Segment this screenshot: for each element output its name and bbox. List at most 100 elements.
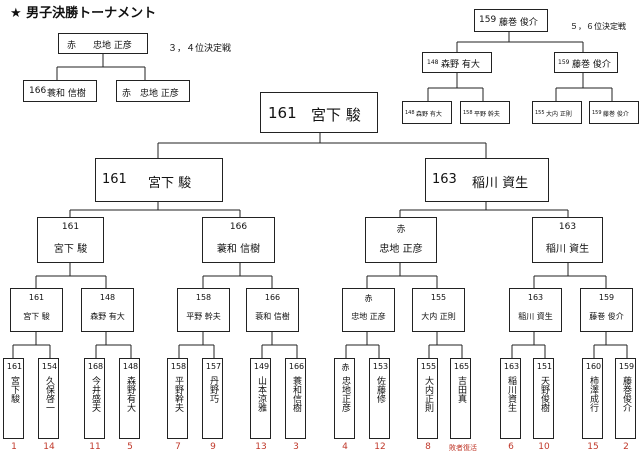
round2-box: 163 稲川 資生 [509, 288, 562, 332]
third-place-right-seed: 赤 [122, 89, 132, 99]
round2-seed: 159 [598, 293, 615, 302]
third-place-winner-box: 赤 忠地 正彦 [58, 33, 148, 54]
entrant-box: 148 森野有大 [119, 358, 140, 439]
entrant-seed: 159 [618, 362, 635, 371]
entrant-seed: 154 [41, 362, 58, 371]
entrant-name: 吉田真 [456, 376, 466, 403]
entrant-number: 7 [175, 442, 181, 452]
fifth-place-label: ５，６位決定戦 [570, 22, 626, 31]
fifth-place-q3-name: 大内 正則 [546, 111, 572, 118]
round2-seed: 161 [28, 293, 45, 302]
entrant-box: 151 天野俊樹 [533, 358, 554, 439]
round2-name: 森野 有大 [90, 312, 125, 321]
entrant-box: 166 蓑和信樹 [285, 358, 306, 439]
semi-right-seed: 163 [432, 172, 457, 187]
entrant-seed: 160 [585, 362, 602, 371]
entrant-name: 山本涼雅 [256, 376, 266, 412]
entrant-seed: 153 [372, 362, 389, 371]
entrant-number: 9 [210, 442, 216, 452]
entrant-box: 149 山本涼雅 [250, 358, 271, 439]
third-place-left-name: 蓑和 信樹 [47, 89, 86, 99]
entrant-number: 12 [374, 442, 386, 452]
quarter-seed: 161 [61, 222, 80, 232]
entrant-seed: 赤 [341, 363, 350, 372]
entrant-number: 4 [342, 442, 348, 452]
entrant-name: 天野俊樹 [539, 376, 549, 412]
quarter-name: 宮下 駿 [53, 244, 88, 255]
entrant-name: 藤巻俊介 [621, 376, 631, 412]
entrant-seed: 149 [253, 362, 270, 371]
fifth-place-q1-seed: 148 [405, 110, 415, 116]
third-place-winner-seed: 赤 [67, 41, 77, 51]
round2-seed: 赤 [364, 294, 373, 303]
entrant-name: 今井盛夫 [90, 376, 100, 412]
round2-name: 稲川 資生 [518, 312, 553, 321]
entrant-number: 5 [127, 442, 133, 452]
entrant-seed: 165 [453, 362, 470, 371]
fifth-place-winner-name: 藤巻 俊介 [499, 18, 538, 28]
entrant-name: 稲川資生 [506, 376, 516, 412]
quarter-name: 忠地 正彦 [379, 244, 423, 255]
third-place-left-seed: 166 [29, 86, 47, 96]
round2-box: 159 藤巻 俊介 [580, 288, 633, 332]
champion-box: 161 宮下 駿 [260, 92, 378, 133]
entrant-name: 大内正則 [423, 376, 433, 412]
fifth-place-q2-name: 平野 幹夫 [474, 111, 500, 118]
fifth-place-semi-right-box: 159 藤巻 俊介 [554, 52, 618, 73]
entrant-box: 赤忠地正彦 [334, 358, 355, 439]
entrant-name: 蓑和信樹 [291, 376, 301, 412]
forfeit-note: 敗者復活 [449, 444, 477, 452]
entrant-name: 宮下駿 [9, 376, 19, 403]
quarter-name: 稲川 資生 [545, 244, 590, 255]
round2-box: 赤忠地 正彦 [342, 288, 395, 332]
entrant-seed: 166 [288, 362, 305, 371]
entrant-number: 1 [11, 442, 17, 452]
semi-right-box: 163 稲川 資生 [425, 158, 549, 202]
round2-seed: 163 [527, 293, 544, 302]
quarter-seed: 163 [558, 222, 577, 232]
entrant-seed: 148 [122, 362, 139, 371]
quarter-box: 赤 忠地 正彦 [365, 217, 437, 263]
fifth-place-semi-left-name: 森野 有大 [441, 60, 480, 70]
quarter-seed: 166 [229, 222, 248, 232]
entrant-seed: 155 [420, 362, 437, 371]
fifth-place-q3-box: 155 大内 正則 [532, 101, 582, 124]
round2-name: 藤巻 俊介 [589, 312, 624, 321]
entrant-number: 3 [293, 442, 299, 452]
entrant-number: 6 [508, 442, 514, 452]
entrant-number: 10 [538, 442, 550, 452]
third-place-winner-name: 忠地 正彦 [93, 41, 132, 51]
third-place-right-name: 忠地 正彦 [140, 89, 179, 99]
page-title: ★ 男子決勝トーナメント [10, 6, 157, 21]
entrant-name: 忠地正彦 [340, 376, 350, 412]
fifth-place-semi-left-box: 148 森野 有大 [422, 52, 492, 73]
entrant-name: 森野有大 [125, 376, 135, 412]
third-place-right-box: 赤 忠地 正彦 [116, 80, 190, 102]
entrant-name: 平野幹夫 [173, 376, 183, 412]
round2-seed: 148 [99, 293, 116, 302]
fifth-place-q1-box: 148 森野 有大 [402, 101, 452, 124]
quarter-box: 161 宮下 駿 [37, 217, 104, 263]
entrant-number: 15 [587, 442, 599, 452]
semi-left-seed: 161 [102, 172, 127, 187]
entrant-box: 165 吉田真 [450, 358, 471, 439]
round2-name: 大内 正則 [421, 312, 456, 321]
round2-box: 161 宮下 駿 [10, 288, 63, 332]
round2-seed: 155 [430, 293, 447, 302]
round2-name: 蓑和 信樹 [255, 312, 290, 321]
entrant-number: 14 [43, 442, 55, 452]
entrant-box: 155 大内正則 [417, 358, 438, 439]
fifth-place-q2-box: 158 平野 幹夫 [460, 101, 510, 124]
entrant-number: 11 [89, 442, 101, 452]
fifth-place-q1-name: 森野 有大 [416, 111, 442, 118]
fifth-place-q4-name: 藤巻 俊介 [603, 111, 629, 118]
round2-name: 平野 幹夫 [186, 312, 221, 321]
round2-name: 宮下 駿 [23, 312, 50, 321]
entrant-seed: 151 [536, 362, 553, 371]
third-place-left-box: 166 蓑和 信樹 [23, 80, 97, 102]
